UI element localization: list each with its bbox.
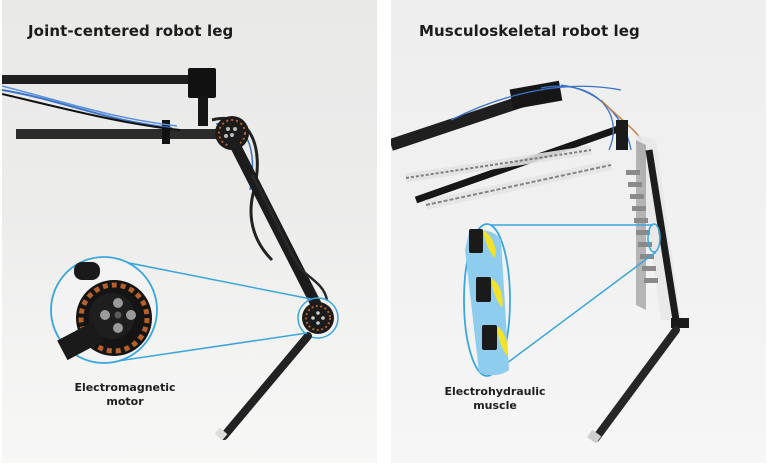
upper-carbon-rod <box>2 75 192 84</box>
muscle-pouches <box>626 170 658 283</box>
knee-motor-highlight <box>297 297 339 339</box>
foot-tip <box>586 429 602 444</box>
ankle-joint <box>671 318 689 328</box>
muscle-label-line1: Electrohydraulic <box>444 385 546 398</box>
muscle-label-line2: muscle <box>473 399 517 412</box>
panel-title: Joint-centered robot leg <box>28 22 234 40</box>
muscle-label: Electrohydraulic muscle <box>435 385 555 413</box>
joint-centered-leg-illustration <box>2 68 339 441</box>
musculoskeletal-leg-illustration <box>391 80 689 444</box>
panel-title: Musculoskeletal robot leg <box>419 22 640 40</box>
mount-bracket <box>188 68 216 98</box>
motor-label-line1: Electromagnetic <box>74 381 176 394</box>
thigh-segment <box>229 139 326 318</box>
foot-tip <box>214 427 228 441</box>
motor-label-line2: motor <box>106 395 144 408</box>
muscle-cross-section <box>465 229 509 376</box>
motor-label: Electromagnetic motor <box>60 381 190 409</box>
panel-joint-centered-leg: Joint-centered robot leg <box>2 0 377 463</box>
shank-segment <box>220 332 312 440</box>
upper-carbon-rod <box>391 94 528 151</box>
thigh-segment <box>645 149 680 321</box>
lower-carbon-rod <box>16 129 216 139</box>
shank-segment <box>592 326 680 442</box>
panel-musculoskeletal-leg: Musculoskeletal robot leg <box>391 0 766 463</box>
